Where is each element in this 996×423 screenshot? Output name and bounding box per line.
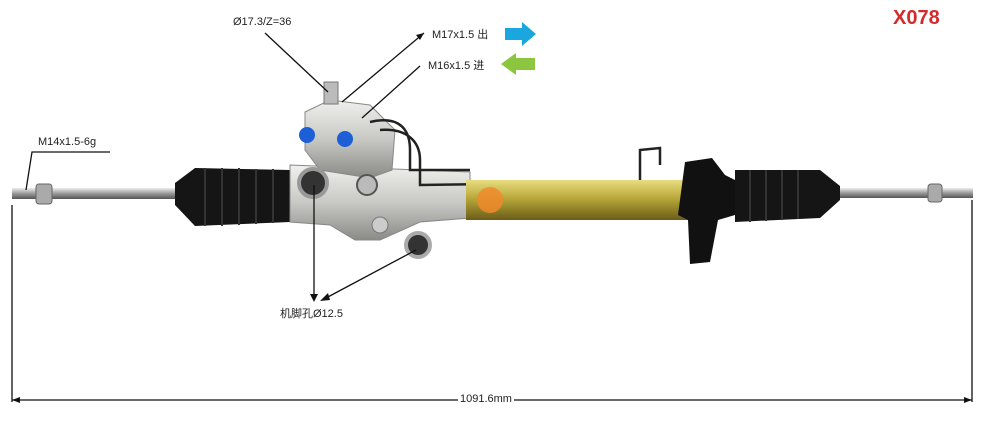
pinion-shaft: [323, 81, 339, 105]
adjuster-plug: [356, 174, 378, 196]
outlet-arrow-icon: [505, 22, 536, 46]
right-tie-rod: [830, 188, 973, 198]
inlet-port-label: M16x1.5 进: [428, 60, 485, 72]
port-fitting-blue-1: [299, 127, 315, 143]
mount-hole-arrowhead-1: [310, 294, 318, 302]
mount-bushing-lower: [404, 231, 432, 259]
pinion-spec-label: Ø17.3/Z=36: [233, 16, 292, 28]
outlet-leader-arrowhead: [416, 33, 424, 40]
mount-hole-leader-2: [325, 249, 417, 299]
lower-bolt: [371, 216, 389, 234]
right-lock-nut: [927, 183, 943, 203]
left-boot: [175, 168, 290, 226]
rack-tube: [466, 180, 696, 220]
mount-bushing-upper: [297, 167, 329, 199]
right-boot: [735, 170, 840, 222]
inlet-arrow-icon: [501, 53, 535, 75]
dimension-arrow-left: [12, 397, 20, 403]
outlet-port-label: M17x1.5 出: [432, 29, 489, 41]
left-tie-rod: [12, 188, 180, 199]
product-code: X078: [893, 7, 940, 29]
pinion-leader: [264, 32, 329, 93]
left-lock-nut: [35, 183, 53, 205]
port-fitting-blue-2: [337, 131, 353, 147]
tie-rod-thread-leader: [25, 151, 110, 191]
logo-sticker: [477, 187, 503, 213]
inlet-leader: [361, 65, 421, 119]
right-mount-clamp: [678, 158, 735, 264]
outlet-leader: [341, 32, 425, 103]
hydraulic-lines: [369, 119, 662, 187]
tie-rod-thread-label: M14x1.5-6g: [38, 136, 97, 148]
overall-length-label: 1091.6mm: [458, 393, 514, 405]
mount-hole-label: 机脚孔Ø12.5: [280, 308, 343, 320]
mount-hole-arrowhead-2: [320, 293, 330, 301]
dimension-arrow-right: [964, 397, 972, 403]
